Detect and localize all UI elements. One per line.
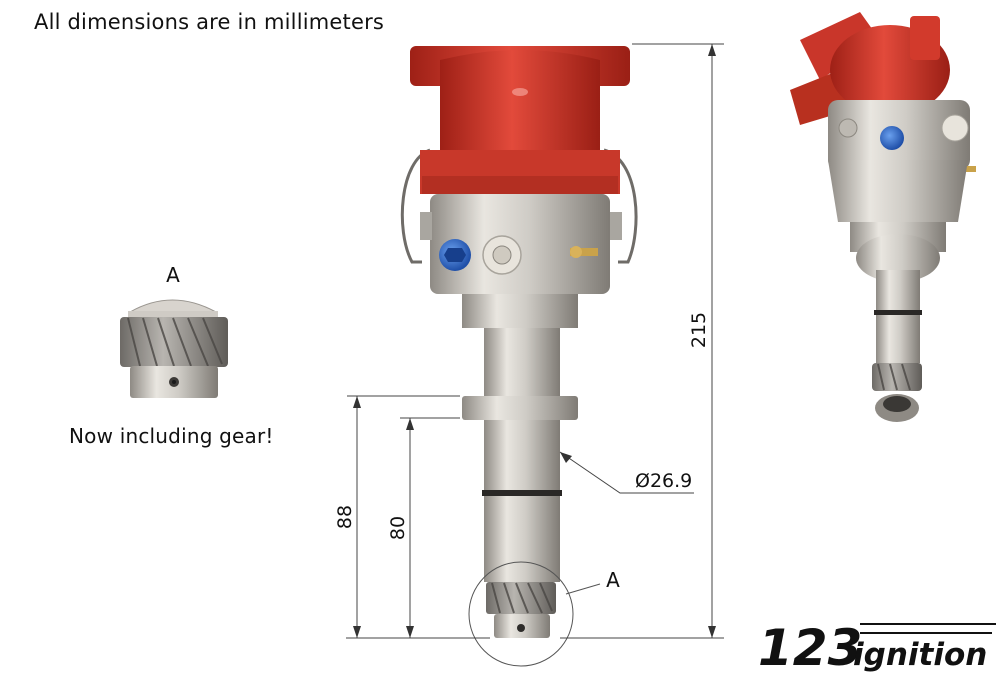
logo-number: 123: [758, 619, 862, 677]
gear-detail-view: [120, 299, 228, 398]
logo-word: ignition: [853, 637, 987, 673]
overall-height-label: 215: [688, 312, 710, 348]
distributor-front-view: [400, 46, 638, 638]
brand-logo: 123 ignition: [758, 619, 996, 677]
outer-shaft-length-label: 88: [334, 505, 356, 529]
detail-leader-line: [565, 583, 601, 595]
units-note: All dimensions are in millimeters: [34, 10, 385, 34]
inner-shaft-length-label: 80: [387, 516, 409, 540]
gear-caption: Now including gear!: [69, 424, 274, 448]
detail-label: A: [166, 263, 180, 287]
detail-callout-label: A: [606, 568, 620, 592]
shaft-diameter-label: Ø26.9: [635, 470, 692, 492]
distributor-perspective-view: [790, 12, 976, 422]
detail-circle: [468, 561, 574, 667]
dimension-lines: [346, 43, 724, 639]
dimension-arrows: [353, 44, 716, 638]
